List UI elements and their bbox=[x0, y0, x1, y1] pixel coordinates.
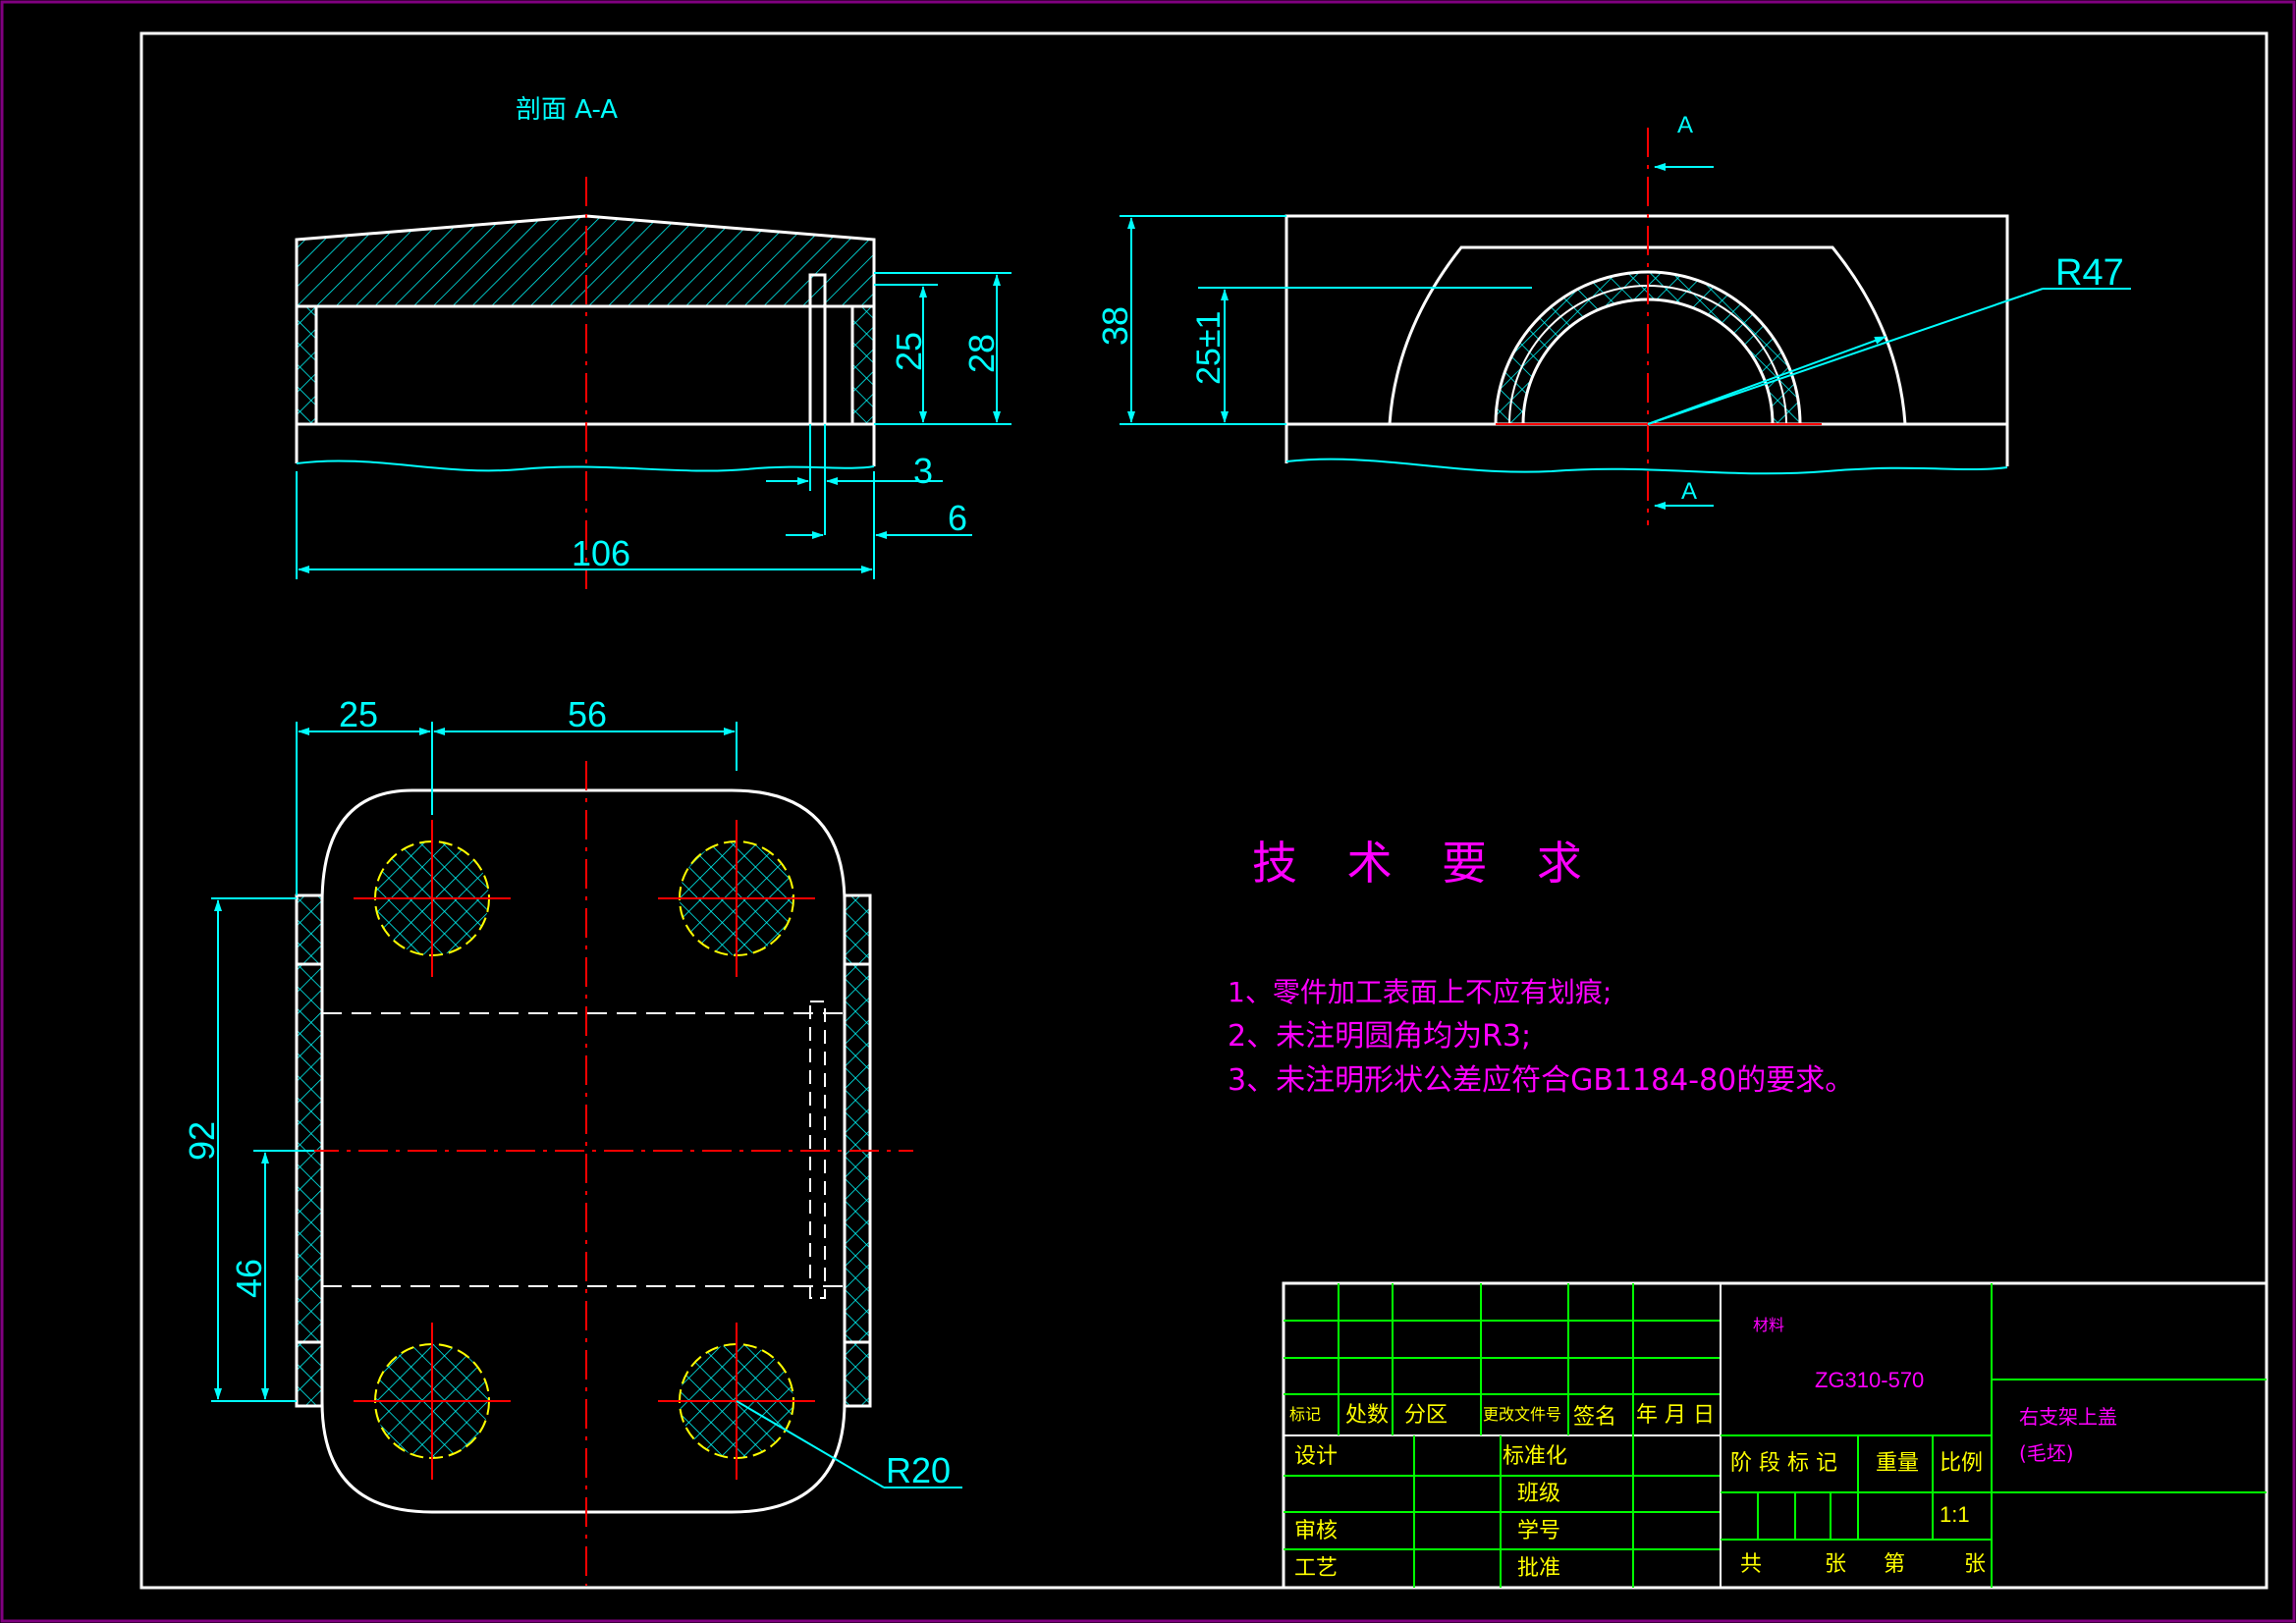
right-flange-mid bbox=[843, 962, 872, 1344]
drawing-frame bbox=[139, 31, 2269, 1590]
student-no-label: 学号 bbox=[1517, 1519, 1560, 1543]
tech-item-3: 3、未注明形状公差应符合GB1184-80的要求。 bbox=[1228, 1063, 1854, 1098]
part-name: 右支架上盖 bbox=[2019, 1405, 2117, 1429]
front-view: A A 38 25±1 R47 bbox=[1095, 112, 2131, 525]
rev-header-date: 年 月 日 bbox=[1636, 1403, 1715, 1428]
boss-top-left bbox=[354, 820, 511, 977]
section-right-wall bbox=[850, 304, 876, 426]
dim-25-vertical: 25 bbox=[889, 332, 929, 371]
section-label: 剖面 A-A bbox=[516, 95, 618, 125]
dim-r20: R20 bbox=[886, 1450, 951, 1490]
sheet-total-label: 共 bbox=[1740, 1552, 1762, 1577]
design-label: 设计 bbox=[1294, 1444, 1338, 1469]
rev-header-docno: 更改文件号 bbox=[1483, 1405, 1561, 1424]
review-label: 审核 bbox=[1294, 1519, 1338, 1543]
scale-value: 1:1 bbox=[1940, 1502, 1970, 1527]
section-left-wall bbox=[295, 304, 318, 426]
right-flange-bottom bbox=[843, 1340, 872, 1408]
dim-6: 6 bbox=[948, 498, 967, 538]
plan-view: 25 56 92 46 R20 bbox=[182, 694, 962, 1586]
dim-28: 28 bbox=[961, 334, 1002, 373]
left-flange-top bbox=[295, 893, 324, 966]
boss-bottom-left bbox=[354, 1323, 511, 1480]
dim-92: 92 bbox=[182, 1121, 222, 1161]
class-label: 班级 bbox=[1517, 1482, 1560, 1506]
section-view: 剖面 A-A 106 25 28 3 bbox=[295, 95, 1011, 589]
scale-header: 比例 bbox=[1940, 1451, 1983, 1476]
dim-3: 3 bbox=[913, 451, 933, 491]
tech-item-1: 1、零件加工表面上不应有划痕; bbox=[1228, 976, 1612, 1008]
section-break-line bbox=[296, 460, 875, 472]
dim-38: 38 bbox=[1095, 306, 1135, 346]
title-block bbox=[1282, 1281, 2269, 1590]
dim-106: 106 bbox=[572, 533, 630, 573]
tech-title: 技 术 要 求 bbox=[1252, 837, 1600, 890]
title-block-text: 材料 ZG310-570 右支架上盖 (毛坯) 标记 处数 分区 更改文件号 签… bbox=[1289, 1316, 2117, 1581]
right-flange-top bbox=[843, 893, 872, 966]
sheet-no-label: 第 bbox=[1884, 1552, 1905, 1577]
front-break-line bbox=[1285, 458, 2008, 475]
left-flange-bottom bbox=[295, 1340, 324, 1408]
dim-46: 46 bbox=[229, 1259, 269, 1298]
material-value: ZG310-570 bbox=[1815, 1368, 1924, 1392]
rev-header-count: 处数 bbox=[1345, 1403, 1389, 1428]
cut-label-bottom: A bbox=[1681, 478, 1697, 505]
sheet-total-unit: 张 bbox=[1825, 1552, 1846, 1577]
stage-header: 阶 段 标 记 bbox=[1730, 1451, 1837, 1476]
dim-56: 56 bbox=[568, 694, 607, 734]
cut-label-top: A bbox=[1677, 112, 1693, 138]
tech-item-2: 2、未注明圆角均为R3; bbox=[1228, 1019, 1531, 1054]
plan-outline bbox=[320, 788, 847, 1514]
dim-25-tolerance: 25±1 bbox=[1190, 311, 1228, 385]
weight-header: 重量 bbox=[1876, 1451, 1919, 1476]
rev-header-zone: 分区 bbox=[1404, 1403, 1448, 1428]
sheet-no-unit: 张 bbox=[1964, 1552, 1986, 1577]
dim-r47: R47 bbox=[2055, 252, 2124, 294]
dim-25-horizontal: 25 bbox=[339, 694, 378, 734]
r20-leader bbox=[736, 1400, 885, 1488]
approve-label: 批准 bbox=[1517, 1556, 1560, 1581]
left-flange-mid bbox=[295, 962, 324, 1344]
material-label: 材料 bbox=[1753, 1316, 1784, 1334]
rev-header-sign: 签名 bbox=[1573, 1405, 1616, 1430]
standardize-label: 标准化 bbox=[1503, 1444, 1567, 1469]
tech-requirements: 技 术 要 求 1、零件加工表面上不应有划痕; 2、未注明圆角均为R3; 3、未… bbox=[1228, 837, 1854, 1098]
process-label: 工艺 bbox=[1294, 1556, 1338, 1581]
boss-top-right bbox=[658, 820, 815, 977]
part-note: (毛坯) bbox=[2019, 1441, 2074, 1465]
rev-header-mark: 标记 bbox=[1289, 1405, 1321, 1424]
